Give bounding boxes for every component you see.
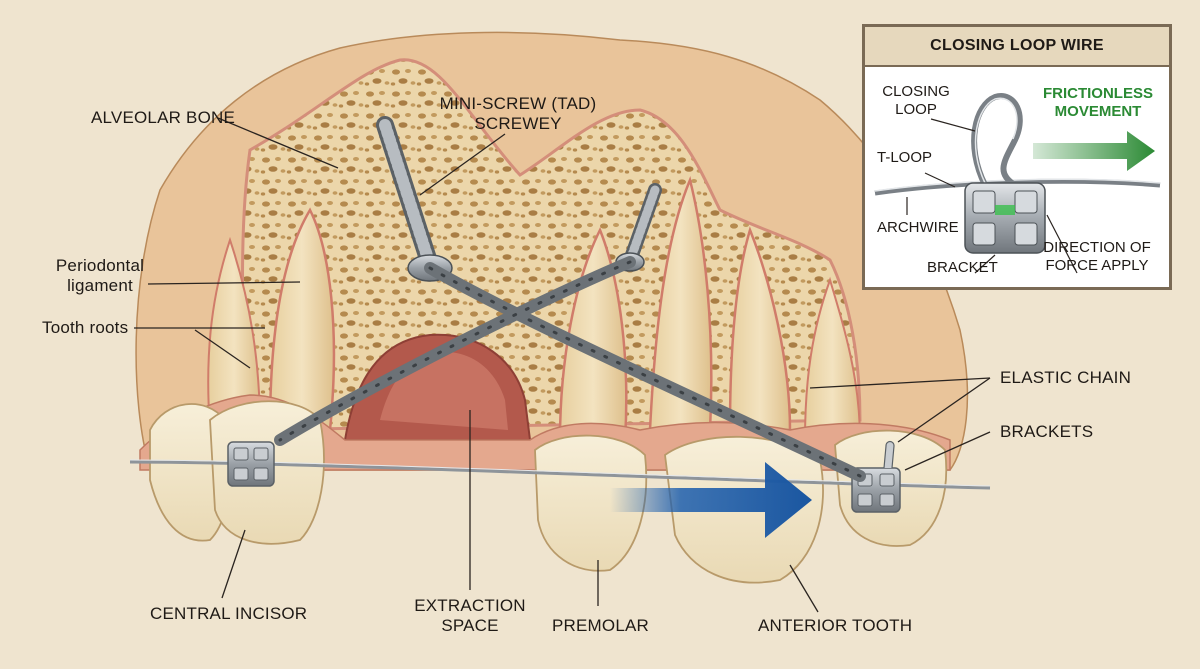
label-extraction-line1: EXTRACTION: [414, 596, 526, 615]
mini-screw-secondary: [615, 183, 662, 272]
inset-label-closing-loop: CLOSING LOOP: [877, 83, 955, 119]
label-premolar: PREMOLAR: [552, 616, 650, 635]
inset-closing-loop: [971, 93, 1023, 188]
label-mini-screw-line2: SCREWEY: [474, 114, 562, 133]
label-mini-screw-line1: MINI-SCREW (TAD): [439, 94, 597, 113]
movement-arrow: [610, 462, 812, 538]
inset-label-t-loop: T-LOOP: [877, 149, 933, 166]
label-periodontal-line1: Periodontal: [55, 256, 145, 275]
label-tooth-roots: Tooth roots: [42, 318, 129, 337]
inset-label-frictionless: FRICTIONLESS MOVEMENT: [1031, 85, 1165, 121]
label-elastic-chain: ELASTIC CHAIN: [1000, 368, 1132, 387]
label-mini-screw: MINI-SCREW (TAD) SCREWEY: [438, 94, 598, 134]
label-brackets: BRACKETS: [1000, 422, 1094, 441]
inset-label-bracket: BRACKET: [927, 259, 998, 276]
closing-loop-inset: CLOSING LOOP WIRE: [862, 24, 1172, 290]
label-central-incisor: CENTRAL INCISOR: [150, 604, 308, 623]
bracket-left: [227, 441, 275, 487]
tooth-premolar: [534, 434, 648, 572]
inset-frictionless-line1: FRICTIONLESS: [1042, 85, 1153, 102]
label-periodontal-line2: ligament: [67, 276, 133, 295]
leader-lines: [134, 117, 991, 613]
inset-closing-loop-line1: CLOSING: [882, 83, 950, 100]
inset-green-arrow: [1033, 131, 1155, 171]
closing-loop-drawing: [874, 93, 1161, 274]
inset-closing-loop-line2: LOOP: [895, 101, 937, 118]
label-anterior-tooth: ANTERIOR TOOTH: [758, 616, 913, 635]
label-alveolar-bone: ALVEOLAR BONE: [91, 108, 236, 127]
inset-direction-line2: FORCE APPLY: [1045, 257, 1149, 274]
inset-direction-line1: DIRECTION OF: [1043, 239, 1151, 256]
inset-label-direction: DIRECTION OF FORCE APPLY: [1037, 239, 1157, 275]
label-extraction-space: EXTRACTION SPACE: [400, 596, 540, 636]
inset-title: CLOSING LOOP WIRE: [865, 27, 1169, 67]
label-extraction-line2: SPACE: [441, 616, 499, 635]
inset-label-archwire: ARCHWIRE: [877, 219, 959, 236]
label-periodontal-ligament: Periodontal ligament: [40, 256, 160, 296]
inset-frictionless-line2: MOVEMENT: [1054, 103, 1142, 120]
